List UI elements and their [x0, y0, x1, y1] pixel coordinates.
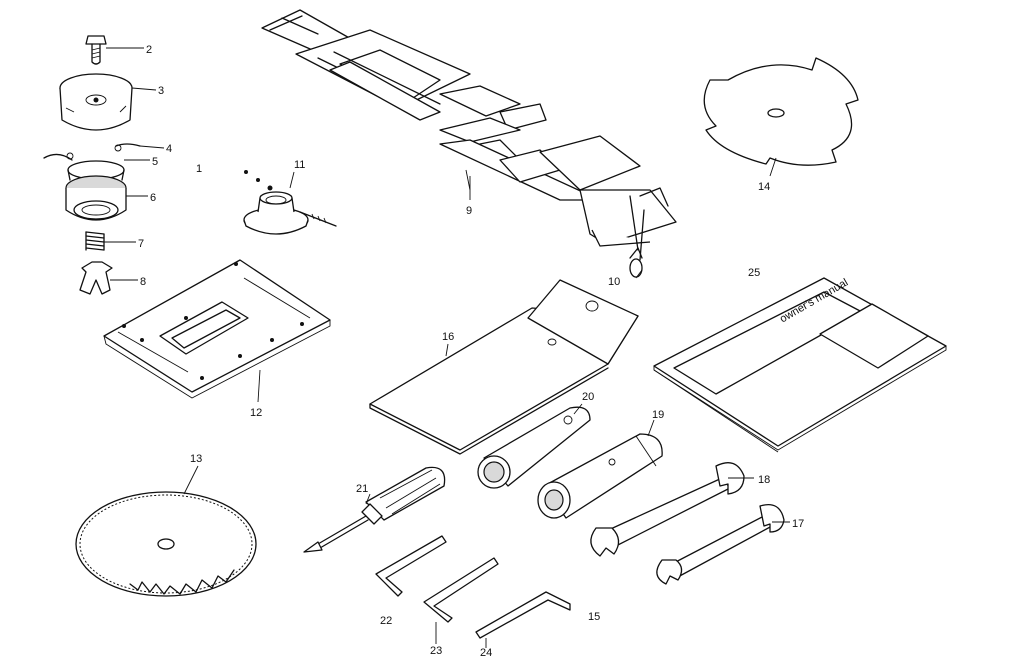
hex-key-23-illustration [423, 557, 499, 623]
callout-16: 16 [442, 331, 454, 343]
leader-lines [104, 47, 790, 648]
callout-21: 21 [356, 483, 368, 495]
tool-bag-illustration [369, 279, 639, 455]
callout-labels: 1 2 3 4 5 6 7 8 9 10 11 12 13 14 15 16 1… [138, 44, 804, 659]
callout-2: 2 [146, 44, 152, 56]
open-wrench-17-illustration [656, 503, 785, 585]
owners-manual-illustration: owner's manual [653, 277, 947, 453]
hub-illustration [243, 170, 337, 235]
hex-key-22-illustration [375, 535, 447, 597]
callout-1: 1 [196, 163, 202, 175]
callout-24: 24 [480, 647, 492, 659]
callout-19: 19 [652, 409, 664, 421]
callout-15: 15 [588, 611, 600, 623]
callout-25: 25 [748, 267, 760, 279]
harness-illustration [261, 9, 677, 278]
callout-14: 14 [758, 181, 770, 193]
callout-10: 10 [608, 276, 620, 288]
bolt-illustration [85, 35, 107, 65]
callout-11: 11 [294, 159, 305, 171]
spool-cover-illustration [59, 73, 133, 131]
cutting-line-illustration [43, 143, 141, 161]
box-wrench-19-illustration [537, 433, 663, 519]
callout-17: 17 [792, 518, 804, 530]
blade-guard-illustration [103, 259, 331, 399]
callout-12: 12 [250, 407, 262, 419]
callout-6: 6 [150, 192, 156, 204]
callout-5: 5 [152, 156, 158, 168]
knob-illustration [79, 261, 113, 295]
callout-4: 4 [166, 143, 172, 155]
saw-blade-illustration [75, 491, 257, 597]
callout-18: 18 [758, 474, 770, 486]
callout-13: 13 [190, 453, 202, 465]
callout-8: 8 [140, 276, 146, 288]
spool-illustration [65, 160, 127, 221]
callout-3: 3 [158, 85, 164, 97]
callout-7: 7 [138, 238, 144, 250]
callout-9: 9 [466, 205, 472, 217]
brush-blade-illustration [703, 57, 859, 166]
callout-23: 23 [430, 645, 442, 657]
callout-22: 22 [380, 615, 392, 627]
screwdriver-illustration [303, 466, 446, 553]
hex-key-24-illustration [475, 591, 571, 639]
callout-20: 20 [582, 391, 594, 403]
box-wrench-20-illustration [477, 406, 591, 489]
spring-illustration [85, 231, 105, 251]
